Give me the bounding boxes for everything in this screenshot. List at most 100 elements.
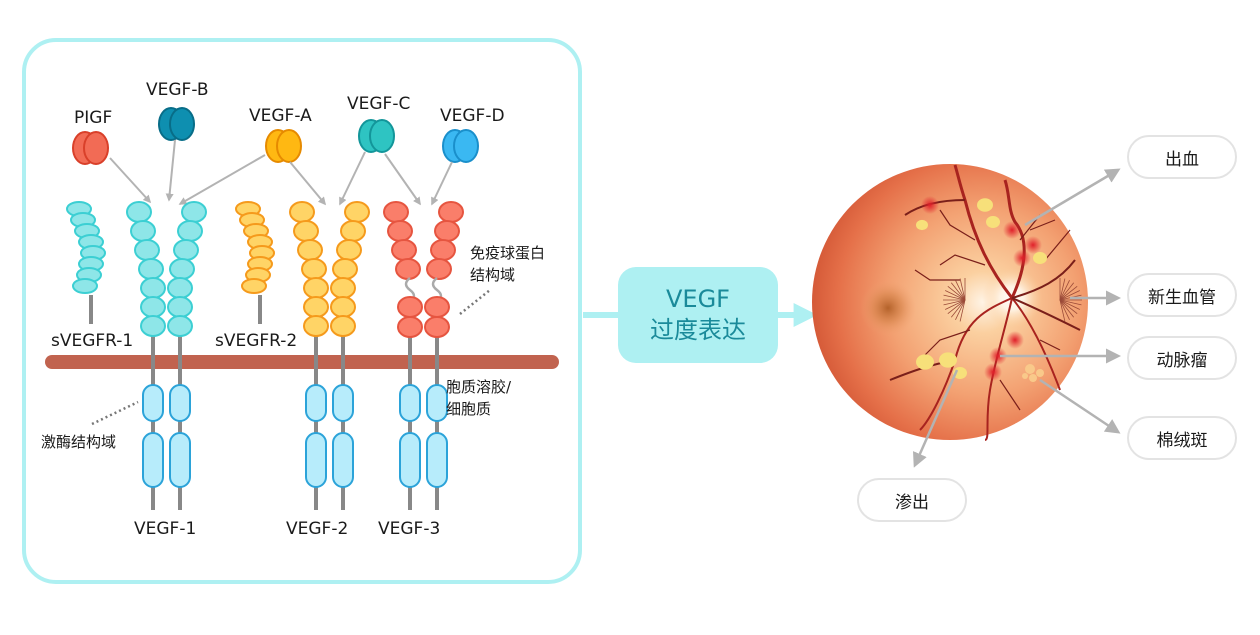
kinase-domain — [426, 432, 448, 488]
blood-vessel — [1011, 297, 1081, 331]
ig-domain — [426, 258, 452, 280]
annotation-ig-domain: 免疫球蛋白 结构域 — [470, 242, 545, 286]
ligand-dimer-vegf-c — [358, 119, 395, 153]
capillary — [999, 379, 1021, 411]
neovessel — [943, 294, 966, 301]
neovessel — [1059, 299, 1082, 306]
neovessel — [947, 299, 966, 315]
kinase-domain — [332, 432, 354, 488]
neovessel — [959, 278, 966, 301]
binding-arrow — [109, 157, 152, 204]
cotton-wool-spot — [1022, 373, 1028, 379]
outcome-pointer-arrow — [1039, 378, 1121, 434]
neovessel — [1059, 299, 1080, 310]
ig-domain — [330, 296, 356, 318]
hemorrhage-spot — [1024, 236, 1042, 254]
ig-domain — [130, 220, 156, 242]
cotton-wool-spot — [1025, 364, 1035, 374]
retina-illustration — [812, 164, 1121, 468]
ig-domain — [330, 277, 356, 299]
ig-domain — [173, 239, 199, 261]
binding-arrow — [178, 154, 266, 205]
ig-domain — [297, 239, 323, 261]
ligand-subunit — [169, 107, 195, 141]
ligand-dimer-vegf-b — [158, 107, 195, 141]
hemorrhage-spot — [1013, 249, 1031, 267]
retina-fundus — [812, 164, 1088, 440]
receptor-label-vegf-1: VEGF-1 — [134, 519, 197, 539]
kinase-domain — [332, 384, 354, 422]
ligand-subunit — [276, 129, 302, 163]
macula — [860, 280, 916, 336]
neovessel — [955, 299, 966, 320]
ig-domain — [336, 239, 362, 261]
neovessel — [1059, 299, 1078, 315]
ig-domain — [330, 315, 356, 337]
neovessel — [950, 299, 966, 318]
hemorrhage-spot — [921, 196, 939, 214]
capillary — [939, 209, 976, 241]
ig-domain — [397, 316, 423, 338]
ig-domain — [383, 201, 409, 223]
neovessel — [945, 290, 966, 301]
ig-domain — [387, 220, 413, 242]
exudate-spot — [977, 198, 993, 212]
kinase-domain — [169, 384, 191, 422]
neovessel — [947, 285, 966, 301]
receptor-vegfr-3 — [383, 201, 464, 510]
center-box-line1: VEGF — [666, 285, 730, 313]
ligand-label-vegf-b: VEGF-B — [146, 80, 209, 100]
exudate-spot — [939, 352, 957, 368]
ig-domain — [332, 258, 358, 280]
kinase-domain — [169, 432, 191, 488]
neovessel — [1059, 278, 1066, 301]
ig-domain — [241, 278, 267, 294]
neovessel — [1059, 285, 1078, 301]
cotton-wool-spot — [1029, 374, 1037, 382]
neovessel — [1059, 290, 1080, 301]
ig-domain — [177, 220, 203, 242]
ligand-dimer-vegf-a — [265, 129, 302, 163]
receptor-label-svegfr-2: sVEGFR-2 — [215, 331, 298, 351]
ig-domain — [438, 201, 464, 223]
ig-domain — [293, 220, 319, 242]
blood-vessel — [984, 297, 1013, 441]
hemorrhage-spot — [984, 363, 1002, 381]
neovessel — [955, 280, 966, 301]
binding-arrow — [339, 151, 366, 206]
soluble-receptor-svegfr-2 — [235, 201, 275, 324]
ig-domain — [140, 315, 166, 337]
exudate-spot — [1033, 252, 1047, 264]
center-box-line2: 过度表达 — [650, 316, 746, 344]
outcome-hemorrhage: 出血 — [1127, 135, 1237, 179]
capillary — [939, 254, 986, 266]
capillary — [1039, 339, 1061, 351]
outcome-exudate: 渗出 — [857, 478, 967, 522]
capillary — [1029, 219, 1056, 231]
ig-domain — [167, 315, 193, 337]
kinase-domain — [399, 432, 421, 488]
kinase-domain — [305, 432, 327, 488]
hemorrhage-spot — [1006, 331, 1024, 349]
receptor-label-vegf-2: VEGF-2 — [286, 519, 349, 539]
ig-domain — [424, 296, 450, 318]
ig-domain — [134, 239, 160, 261]
blood-vessel — [953, 164, 1014, 299]
outcome-aneurysm: 动脉瘤 — [1127, 336, 1237, 380]
cotton-wool-spot — [1036, 369, 1044, 377]
ig-domain — [140, 277, 166, 299]
ligand-subunit — [369, 119, 395, 153]
outcome-pointer-arrow — [912, 369, 959, 468]
vegf-overexpression-box: VEGF 过度表达 — [618, 267, 778, 363]
exudate-spot — [986, 216, 1000, 228]
ig-domain — [424, 316, 450, 338]
annotation-cytosol: 胞质溶胶/ 细胞质 — [446, 376, 511, 420]
binding-arrow — [165, 139, 176, 202]
ig-domain — [397, 296, 423, 318]
annotation-pointer-kinase — [91, 400, 139, 426]
hemorrhage-spot — [989, 347, 1007, 365]
receptor-panel — [22, 38, 582, 584]
ligand-subunit — [83, 131, 109, 165]
annotation-cytosol-line1: 胞质溶胶/ — [446, 378, 512, 396]
capillary — [914, 269, 960, 281]
